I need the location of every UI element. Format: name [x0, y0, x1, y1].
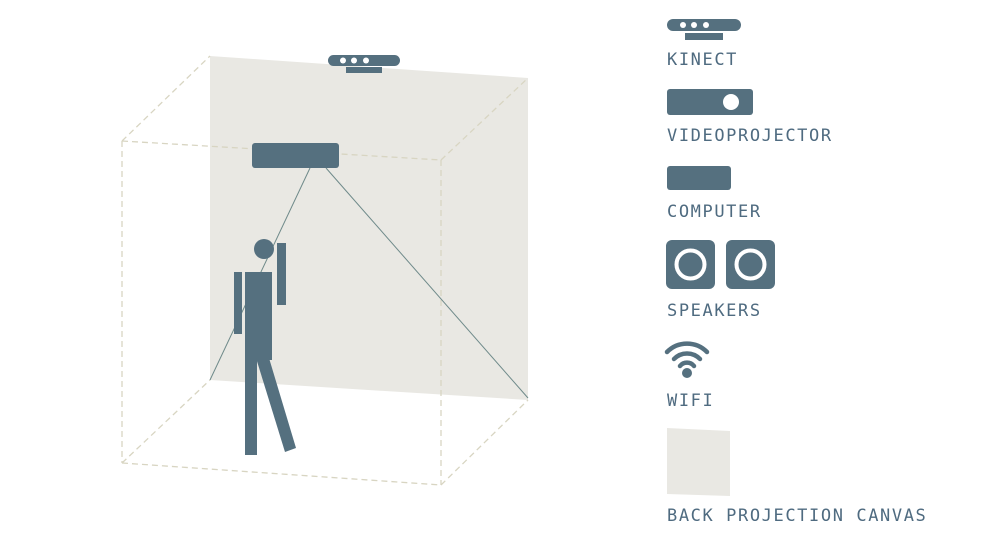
room-wireframe — [121, 55, 529, 486]
speakers-icon — [666, 240, 775, 289]
videoprojector-icon — [667, 89, 753, 115]
legend-label-back-projection-canvas: BACK PROJECTION CANVAS — [667, 506, 928, 526]
legend-label-speakers: SPEAKERS — [667, 301, 762, 321]
legend-label-videoprojector: VIDEOPROJECTOR — [667, 126, 833, 146]
kinect-device — [328, 55, 400, 73]
legend-label-kinect: KINECT — [667, 50, 739, 70]
legend-label-wifi: WIFI — [667, 391, 715, 411]
scene-projector — [252, 143, 339, 168]
kinect-icon — [667, 19, 741, 40]
wifi-icon — [664, 341, 710, 378]
canvas-icon — [667, 428, 730, 496]
back-projection-canvas — [210, 56, 528, 400]
installation-scene — [121, 55, 529, 486]
person-figure — [234, 239, 296, 455]
computer-icon — [667, 166, 731, 190]
legend-label-computer: COMPUTER — [667, 202, 762, 222]
